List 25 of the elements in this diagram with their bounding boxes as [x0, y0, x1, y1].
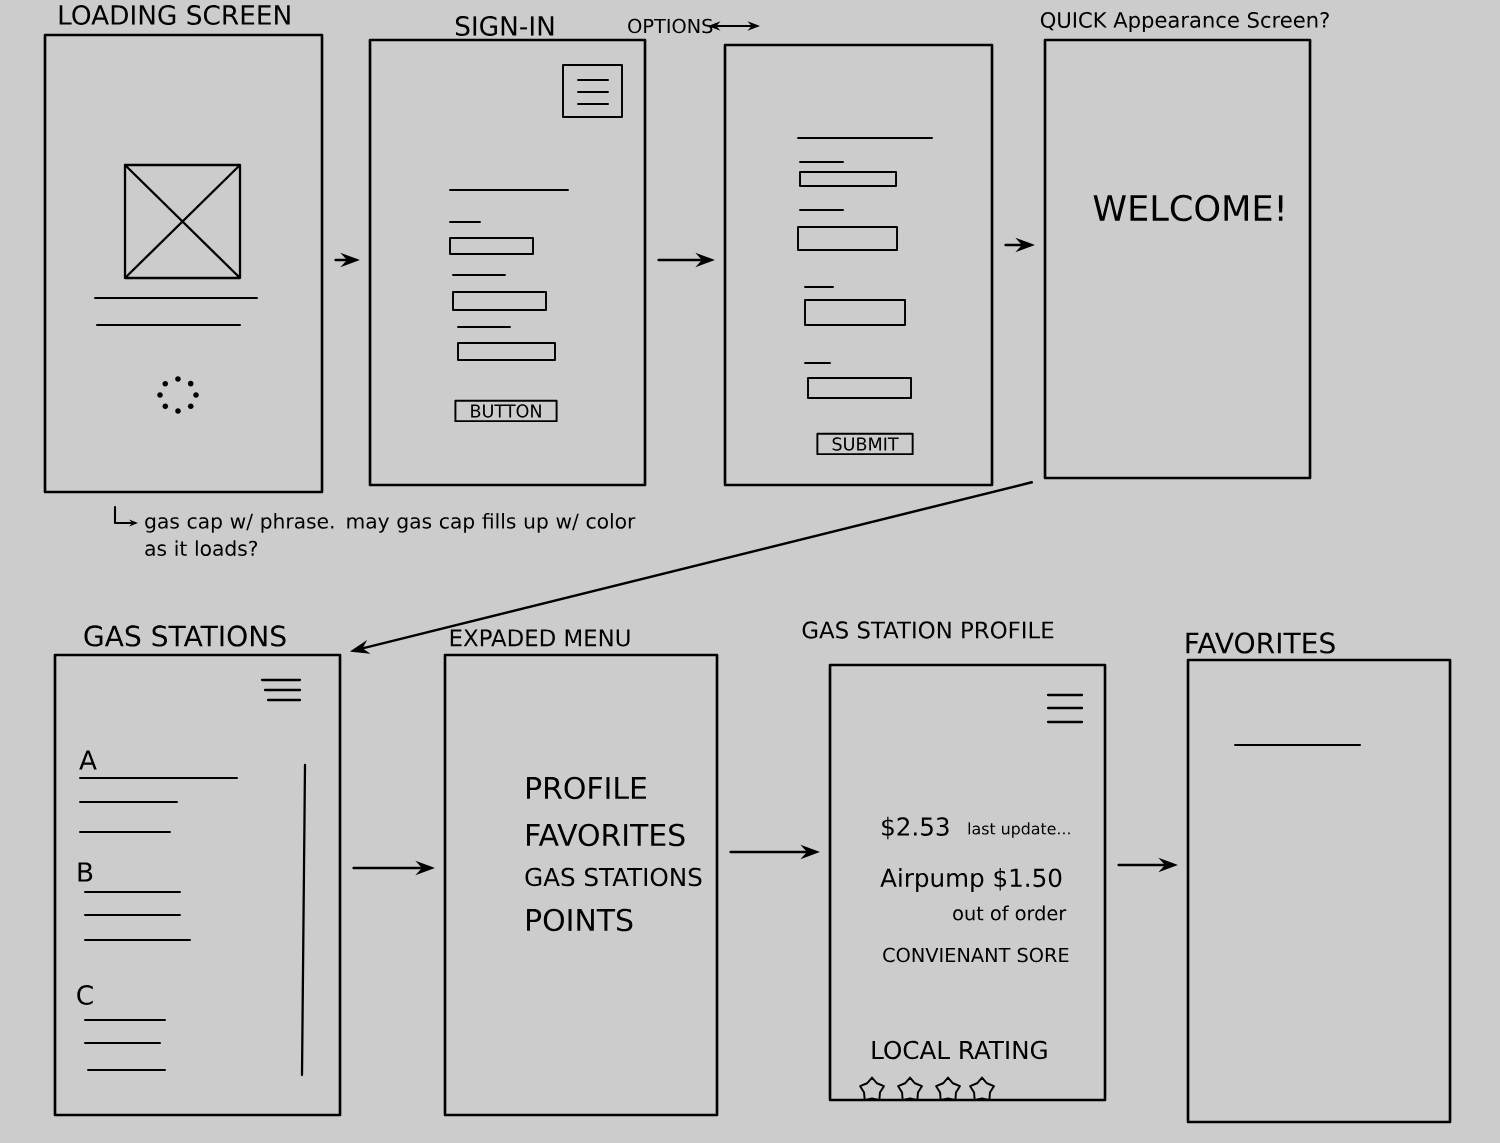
menu-item: FAVORITES — [527, 823, 685, 847]
welcome-heading: WELCOME! — [1093, 194, 1283, 222]
button: SUBMIT — [816, 432, 914, 456]
status-text: last update... — [968, 822, 1070, 838]
screen-title: LOADING SCREEN — [59, 5, 290, 25]
screen-title: EXPADED MENU — [450, 629, 630, 647]
status-text: out of order — [953, 905, 1067, 921]
screen-title: QUICK Appearance Screen? — [1040, 11, 1329, 32]
section-letter: A — [79, 750, 97, 770]
screen-title: GAS STATIONS — [84, 625, 286, 647]
price-text: $2.53 — [882, 816, 949, 840]
screen-title: SIGN-IN — [455, 16, 554, 36]
screen-title: GAS STATION PROFILE — [802, 621, 1054, 639]
rating-heading: LOCAL RATING — [872, 1040, 1047, 1060]
screen-title: FAVORITES — [1186, 632, 1335, 654]
button: BUTTON — [454, 399, 558, 423]
section-letter: B — [78, 862, 93, 882]
options-label: OPTIONS — [628, 18, 713, 34]
menu-item: GAS STATIONS — [525, 867, 702, 887]
menu-item: PROFILE — [527, 776, 646, 800]
note-text: gas cap w/ phrase. may gas cap fills up w/ color as it loads? — [145, 513, 636, 556]
section-letter: C — [77, 985, 93, 1005]
menu-item: POINTS — [527, 908, 633, 932]
amenity-text: CONVIENANT SORE — [883, 947, 1069, 963]
price-text: Airpump $1.50 — [880, 868, 1062, 892]
